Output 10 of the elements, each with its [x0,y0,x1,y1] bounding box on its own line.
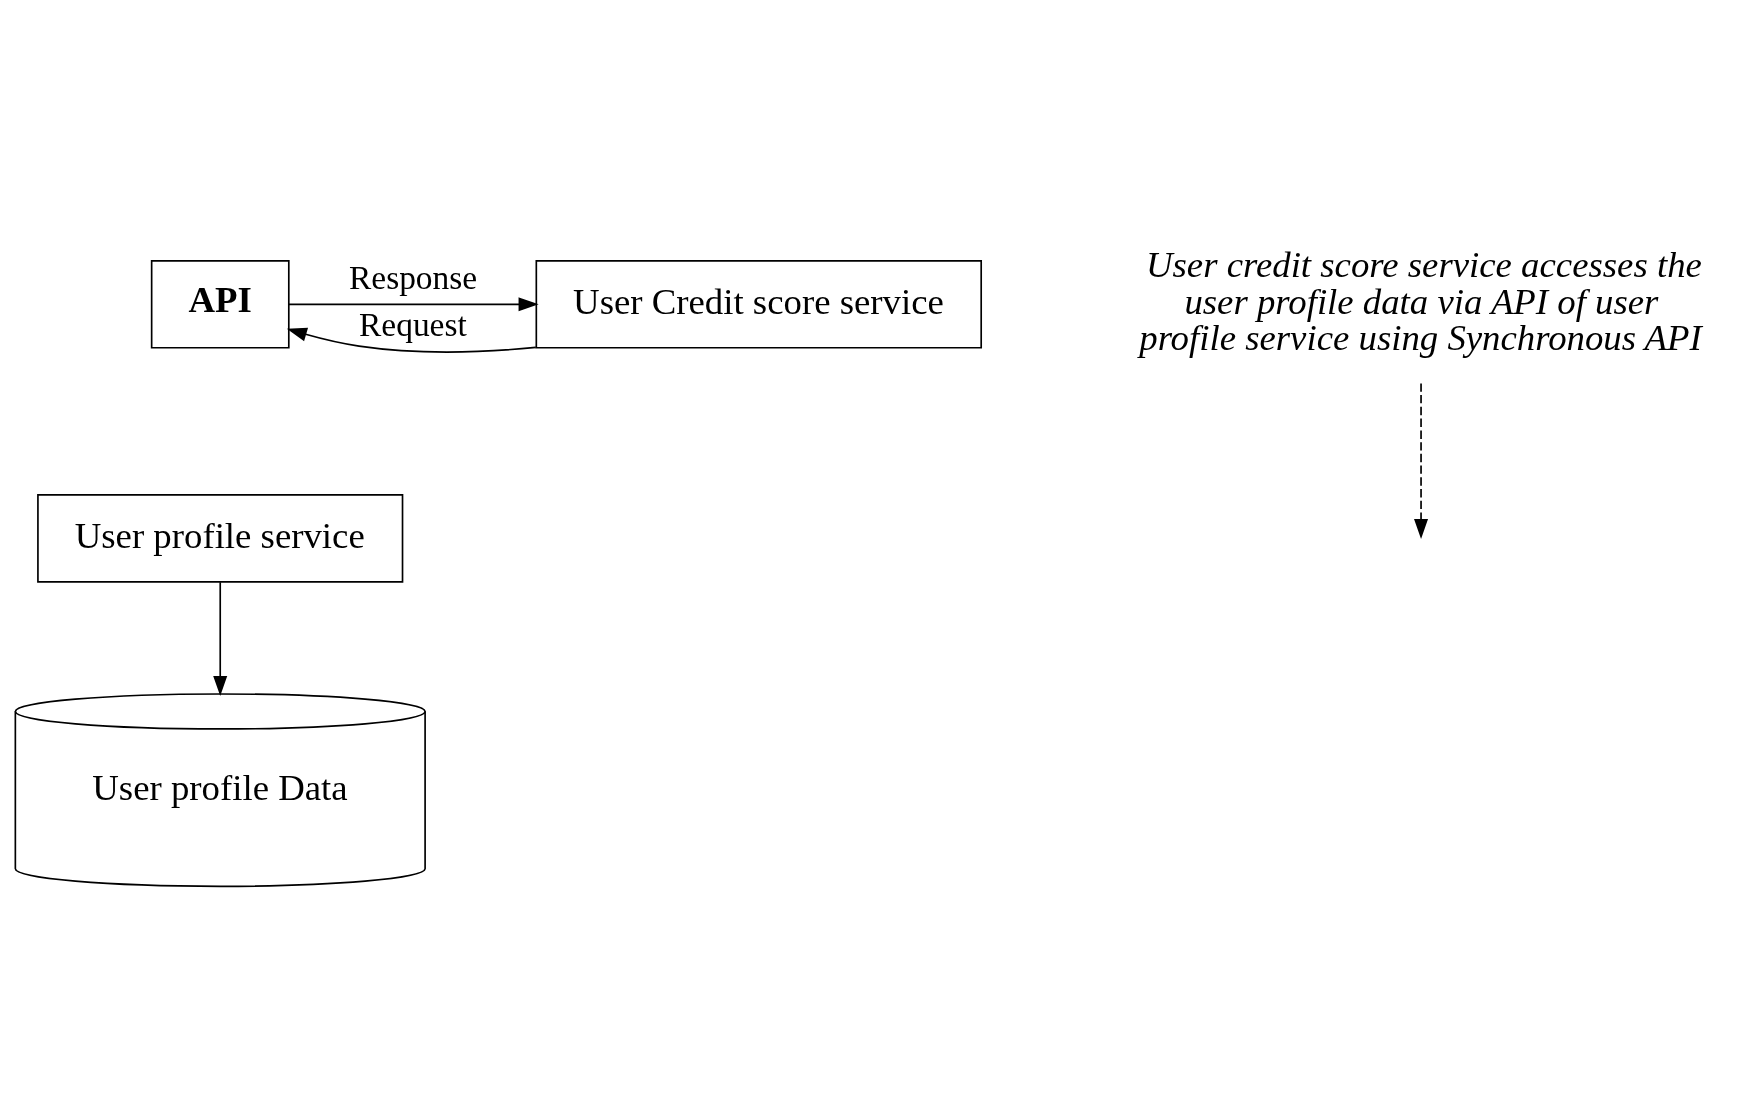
arrow [213,581,228,696]
arrow [288,297,539,312]
arrow [1414,382,1429,540]
arrow [286,327,537,353]
node-box: API [150,259,290,349]
node-box: User profile service [37,494,404,583]
edge-label: Response [349,259,478,297]
node-box: User Credit score service [535,259,983,349]
edge-label: Request [359,306,467,344]
node-text: User credit score service accesses the user profile data via API of user profile service using Synchronous API [1139,243,1702,359]
